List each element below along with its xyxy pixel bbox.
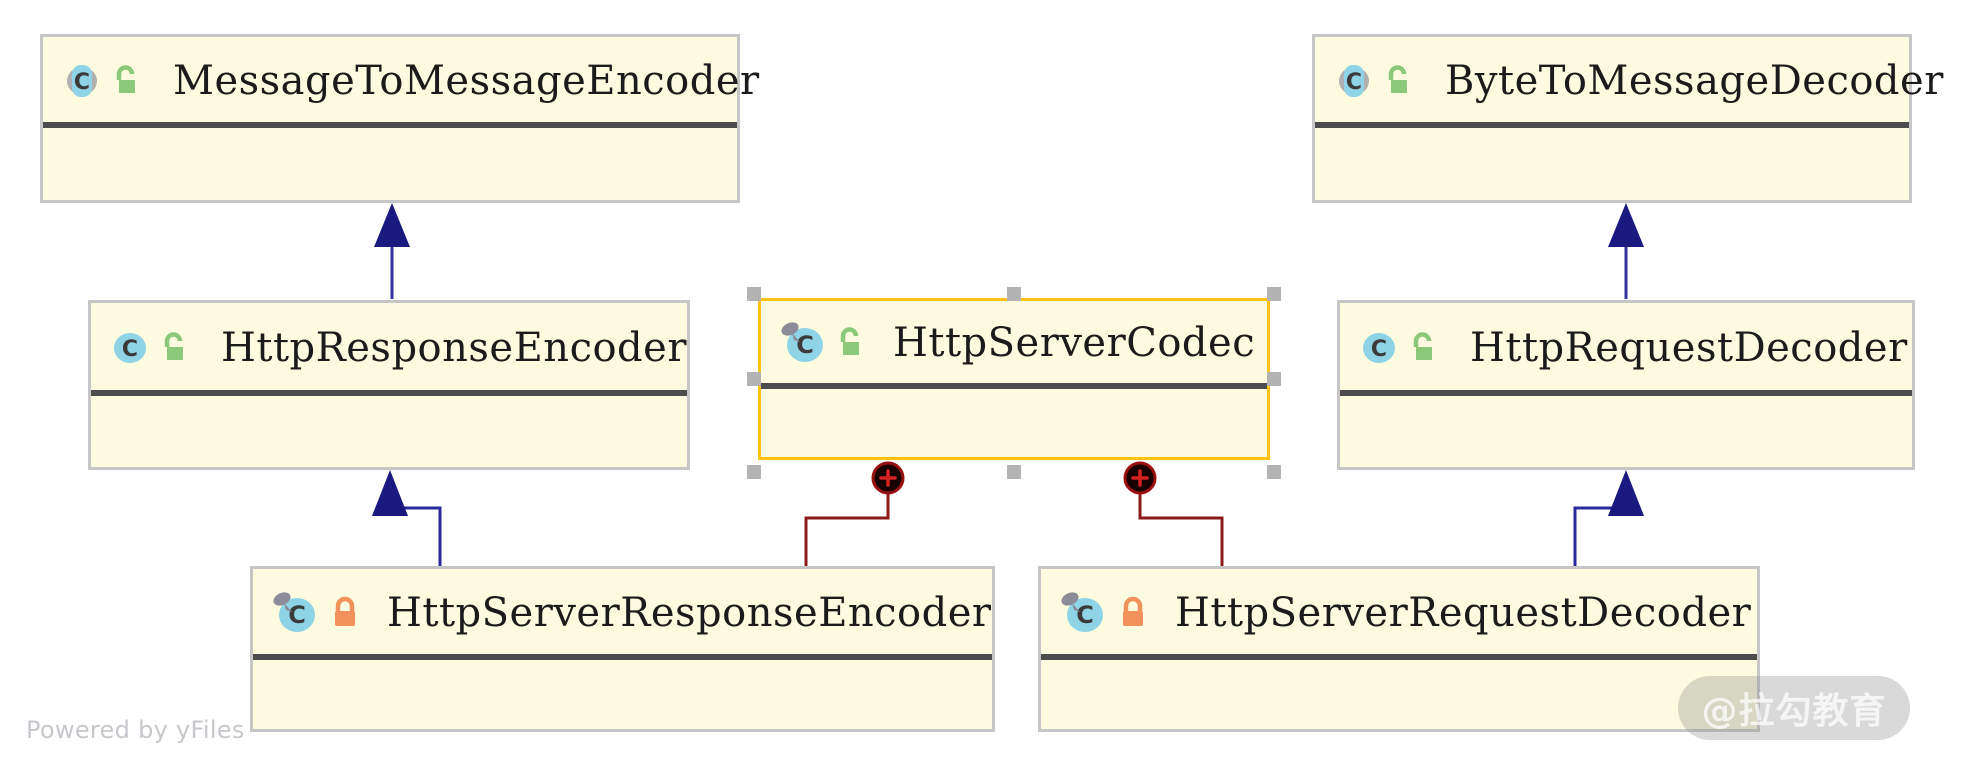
edge-request-decoder-extends[interactable] bbox=[1608, 203, 1644, 299]
class-node-header: C MessageToMessageEncoder bbox=[43, 37, 759, 125]
selection-handle-middle-right[interactable] bbox=[1267, 372, 1281, 386]
selection-handle-bottom-left[interactable] bbox=[747, 465, 761, 479]
open-lock-icon bbox=[840, 327, 859, 355]
svg-text:C: C bbox=[796, 331, 814, 359]
closed-lock-icon bbox=[335, 596, 355, 626]
class-pinned-icon: C bbox=[1061, 592, 1103, 632]
edge-response-encoder-extends[interactable] bbox=[374, 203, 410, 299]
class-icons: C bbox=[107, 325, 191, 371]
class-node-header: C HttpRequestDecoder bbox=[1340, 303, 1912, 393]
open-lock-icon bbox=[116, 65, 135, 93]
class-divider bbox=[253, 654, 992, 660]
class-node-header: C HttpServerRequestDecoder bbox=[1041, 569, 1757, 657]
selection-handle-bottom-right[interactable] bbox=[1267, 465, 1281, 479]
class-name-label: HttpRequestDecoder bbox=[1470, 325, 1908, 371]
class-name-label: HttpResponseEncoder bbox=[221, 325, 687, 371]
class-pinned-icon: C bbox=[273, 592, 315, 632]
class-divider bbox=[1041, 654, 1757, 660]
class-name-label: MessageToMessageEncoder bbox=[173, 58, 760, 104]
brand-watermark-badge: @拉勾教育 bbox=[1678, 676, 1910, 740]
svg-text:C: C bbox=[74, 70, 90, 95]
class-divider bbox=[761, 383, 1267, 389]
class-node-header: C HttpServerCodec bbox=[761, 301, 1267, 385]
selection-handle-bottom-center[interactable] bbox=[1007, 465, 1021, 479]
closed-lock-icon bbox=[1123, 596, 1143, 626]
class-divider bbox=[1315, 122, 1909, 128]
selection-handle-top-left[interactable] bbox=[747, 287, 761, 301]
class-icons: C bbox=[1331, 58, 1415, 104]
svg-text:C: C bbox=[122, 337, 138, 362]
selection-handle-top-center[interactable] bbox=[1007, 287, 1021, 301]
brand-watermark-label: @拉勾教育 bbox=[1701, 691, 1887, 732]
class-icons: C bbox=[777, 318, 867, 368]
class-node-byte-to-message-decoder[interactable]: C ByteToMessageDecoder bbox=[1312, 34, 1943, 203]
svg-text:C: C bbox=[1371, 337, 1387, 362]
class-divider bbox=[1340, 390, 1912, 396]
class-node-http-response-encoder[interactable]: C HttpResponseEncoder bbox=[88, 300, 690, 470]
class-node-header: C HttpServerResponseEncoder bbox=[253, 569, 992, 657]
open-lock-icon bbox=[1388, 65, 1407, 93]
selection-handle-top-right[interactable] bbox=[1267, 287, 1281, 301]
class-icons: C bbox=[269, 588, 361, 638]
class-icons: C bbox=[59, 58, 143, 104]
abstract-class-icon: C bbox=[67, 65, 97, 97]
class-name-label: HttpServerResponseEncoder bbox=[387, 590, 992, 636]
edge-srv-request-extends[interactable] bbox=[1573, 470, 1644, 566]
class-icon: C bbox=[1363, 333, 1395, 363]
class-name-label: HttpServerRequestDecoder bbox=[1175, 590, 1752, 636]
class-divider bbox=[43, 122, 737, 128]
class-node-http-server-response-encoder[interactable]: C HttpServerResponseEncoder bbox=[250, 566, 995, 732]
open-lock-icon bbox=[1413, 332, 1432, 360]
svg-text:C: C bbox=[1076, 601, 1094, 629]
edge-codec-uses-response[interactable] bbox=[804, 461, 905, 566]
class-icons: C bbox=[1356, 325, 1440, 371]
svg-text:C: C bbox=[288, 601, 306, 629]
class-node-http-request-decoder[interactable]: C HttpRequestDecoder bbox=[1337, 300, 1915, 470]
class-node-header: C ByteToMessageDecoder bbox=[1315, 37, 1943, 125]
abstract-class-icon: C bbox=[1339, 65, 1369, 97]
class-icon: C bbox=[114, 333, 146, 363]
class-icons: C bbox=[1057, 588, 1149, 638]
yfiles-watermark: Powered by yFiles bbox=[26, 716, 245, 744]
edge-srv-response-extends[interactable] bbox=[372, 470, 442, 566]
class-name-label: HttpServerCodec bbox=[893, 320, 1256, 366]
class-node-http-server-request-decoder[interactable]: C HttpServerRequestDecoder bbox=[1038, 566, 1760, 732]
class-name-label: ByteToMessageDecoder bbox=[1445, 58, 1944, 104]
class-node-header: C HttpResponseEncoder bbox=[91, 303, 687, 393]
selection-handle-middle-left[interactable] bbox=[747, 372, 761, 386]
class-divider bbox=[91, 390, 687, 396]
class-node-http-server-codec[interactable]: C HttpServerCodec bbox=[758, 298, 1270, 460]
class-node-message-to-message-encoder[interactable]: C MessageToMessageEncoder bbox=[40, 34, 759, 203]
svg-text:C: C bbox=[1346, 70, 1362, 95]
edge-codec-uses-request[interactable] bbox=[1123, 461, 1224, 566]
open-lock-icon bbox=[164, 332, 183, 360]
class-pinned-icon: C bbox=[781, 322, 823, 362]
